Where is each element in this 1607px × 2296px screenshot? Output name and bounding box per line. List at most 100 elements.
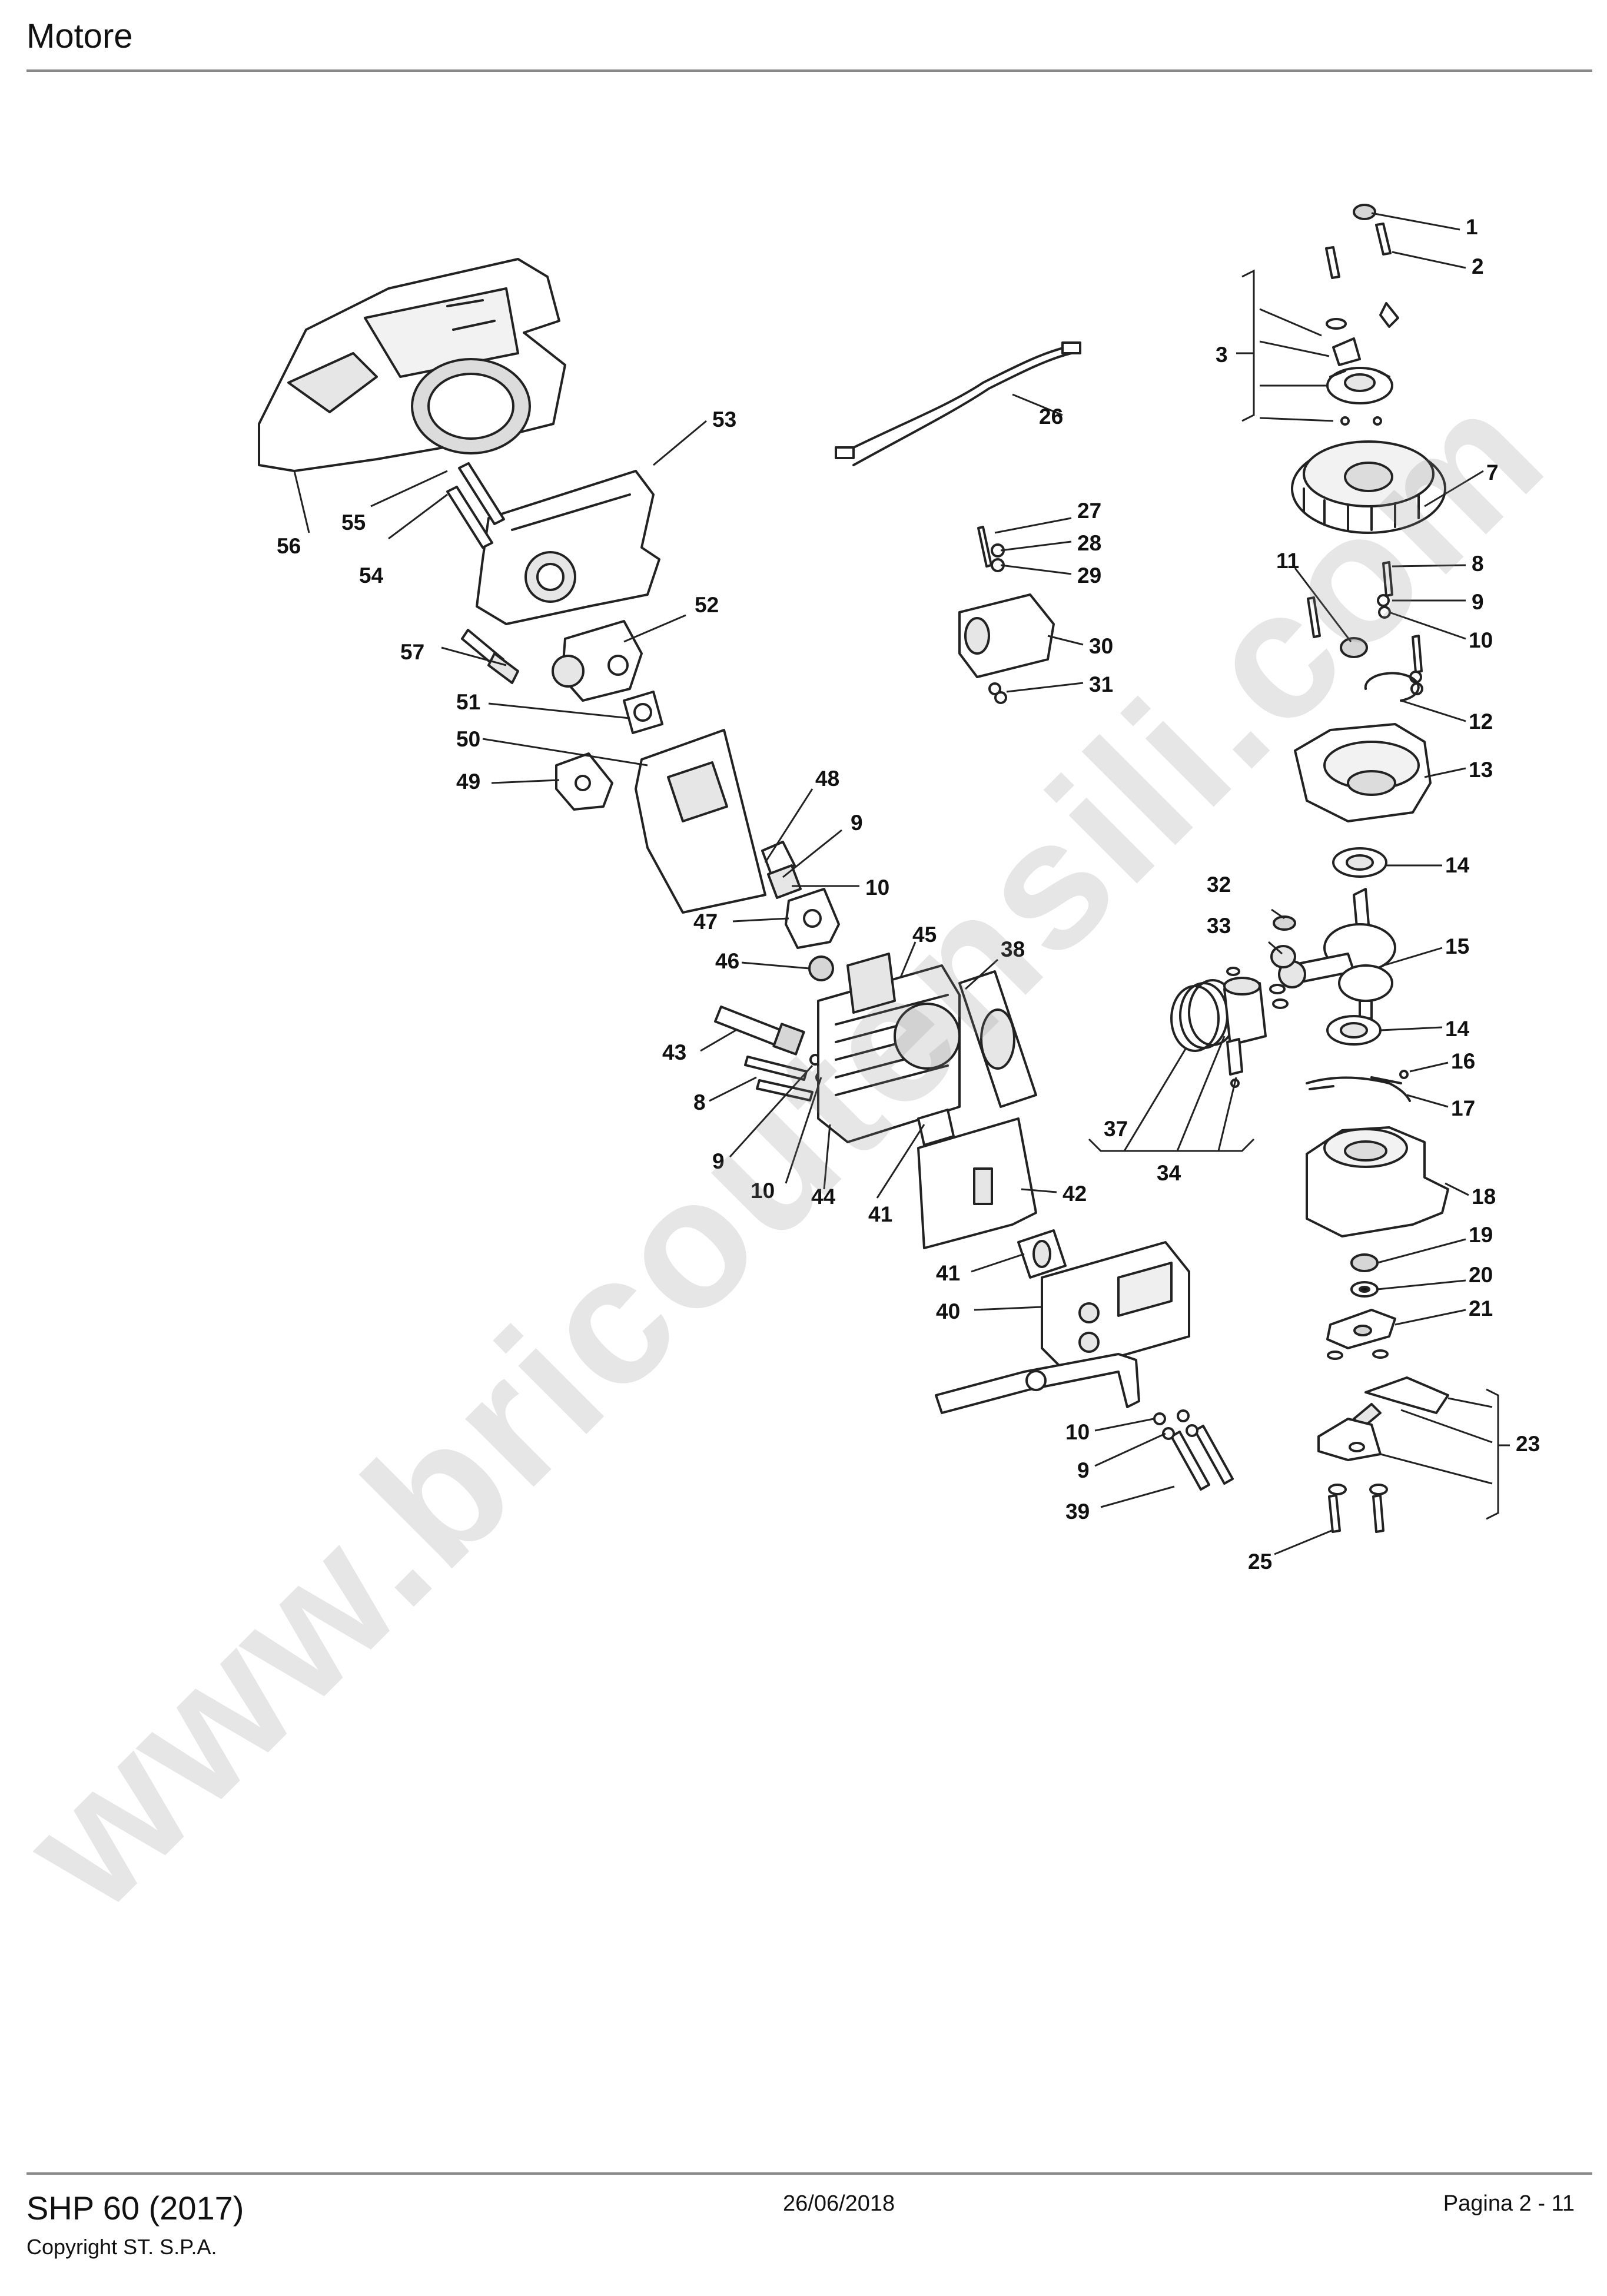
fuel-pipe-part: [461, 629, 519, 684]
carb-shroud-part: [635, 729, 766, 914]
callout-47: 47: [693, 910, 718, 934]
clip-part: [761, 841, 802, 899]
crankshaft-part: [1278, 888, 1396, 1020]
callout-9b: 9: [851, 811, 863, 835]
callout-26: 26: [1039, 404, 1063, 429]
callout-11: 11: [1276, 549, 1299, 573]
page-number: Pagina 2 - 11: [1443, 2191, 1575, 2216]
header-divider: [26, 69, 1592, 72]
cylinder-gasket-part: [958, 970, 1037, 1108]
spark-plug-part: [714, 1006, 805, 1056]
callout-8: 8: [1472, 552, 1484, 576]
callout-29: 29: [1077, 563, 1101, 588]
damper-part: [555, 752, 613, 811]
bushing-part: [1340, 637, 1368, 658]
muffler-bolts-part: [1153, 1409, 1234, 1491]
main-bearing-part: [1332, 847, 1387, 878]
callout-53: 53: [712, 407, 736, 432]
air-filter-housing-part: [476, 470, 660, 625]
clutch-bolts-part: [1328, 1484, 1388, 1533]
crankcase-lower-part: [1306, 1126, 1449, 1237]
callout-48: 48: [815, 767, 839, 791]
callout-9d: 9: [1077, 1458, 1090, 1482]
callout-10b: 10: [865, 875, 889, 900]
needle-bearing-part: [1269, 915, 1296, 1009]
main-bearing-2-part: [1326, 1015, 1382, 1046]
callout-15: 15: [1445, 934, 1469, 958]
callout-23: 23: [1516, 1432, 1540, 1456]
callout-55: 55: [341, 510, 366, 535]
callout-44: 44: [811, 1185, 836, 1209]
clutch-washers-part: [1350, 1253, 1379, 1298]
clutch-shoes-part: [1317, 1376, 1449, 1461]
callout-17: 17: [1451, 1096, 1475, 1120]
insulator-part: [785, 888, 840, 981]
callout-57: 57: [400, 640, 424, 664]
callout-8b: 8: [693, 1090, 706, 1114]
callout-56: 56: [277, 534, 301, 558]
exhaust-pipe-part: [935, 1353, 1140, 1414]
callout-20: 20: [1469, 1263, 1493, 1287]
callout-34: 34: [1157, 1161, 1181, 1185]
callout-25: 25: [1248, 1550, 1272, 1574]
callout-37: 37: [1104, 1117, 1128, 1141]
flywheel-nut-part: [1325, 204, 1392, 279]
flywheel-part: [1291, 440, 1446, 534]
callout-52: 52: [695, 593, 719, 617]
ignition-coil-part: [958, 526, 1055, 704]
callout-14b: 14: [1445, 1017, 1470, 1041]
callout-31: 31: [1089, 672, 1113, 696]
copyright-label: Copyright ST. S.P.A.: [26, 2235, 217, 2259]
ignition-wire-part: [835, 341, 1081, 466]
starter-pawl-assembly-part: [1326, 302, 1399, 426]
date-label: 26/06/2018: [783, 2191, 895, 2216]
clutch-plate-part: [1326, 1309, 1396, 1360]
callout-38: 38: [1001, 937, 1025, 961]
carb-gasket-part: [623, 691, 663, 734]
callout-41b: 41: [936, 1261, 960, 1285]
cover-bolts-part: [446, 462, 505, 549]
callout-49: 49: [456, 769, 480, 794]
callout-12: 12: [1469, 709, 1493, 734]
callout-13: 13: [1469, 758, 1493, 782]
callout-43: 43: [662, 1040, 686, 1064]
callout-39: 39: [1065, 1499, 1090, 1524]
carburetor-part: [552, 620, 643, 702]
crankcase-half-part: [1294, 723, 1432, 822]
callout-54: 54: [359, 563, 384, 588]
model-label: SHP 60 (2017): [26, 2189, 244, 2227]
callout-1: 1: [1466, 215, 1478, 239]
page-title: Motore: [26, 17, 133, 55]
callout-41: 41: [868, 1202, 892, 1226]
muffler-gasket-2-part: [1017, 1229, 1067, 1279]
ignition-switch-wire-part: [1306, 1070, 1411, 1102]
callout-10c: 10: [751, 1179, 775, 1203]
footer-divider: [26, 2172, 1592, 2175]
muffler-part: [1041, 1241, 1190, 1373]
callout-16: 16: [1451, 1049, 1475, 1073]
callout-30: 30: [1089, 634, 1113, 658]
callout-28: 28: [1077, 531, 1101, 555]
callout-19: 19: [1469, 1223, 1493, 1247]
callout-45: 45: [912, 923, 937, 947]
circlip-part: [1364, 672, 1420, 702]
callout-46: 46: [715, 949, 739, 973]
callout-14: 14: [1445, 853, 1470, 877]
callout-33: 33: [1207, 914, 1231, 938]
muffler-gasket-part: [917, 1109, 955, 1146]
callout-7: 7: [1486, 460, 1499, 485]
callout-50: 50: [456, 727, 480, 751]
callout-32: 32: [1207, 872, 1231, 897]
callout-2: 2: [1472, 254, 1484, 278]
callout-21: 21: [1469, 1296, 1493, 1320]
heat-shield-part: [917, 1117, 1037, 1249]
piston-part: [1170, 967, 1267, 1088]
callout-10: 10: [1469, 628, 1493, 652]
callout-9c: 9: [712, 1149, 725, 1173]
engine-cover-part: [258, 258, 566, 472]
cylinder-part: [817, 953, 961, 1143]
callout-3: 3: [1216, 343, 1228, 367]
callout-51: 51: [456, 690, 480, 714]
callout-42: 42: [1063, 1182, 1087, 1206]
